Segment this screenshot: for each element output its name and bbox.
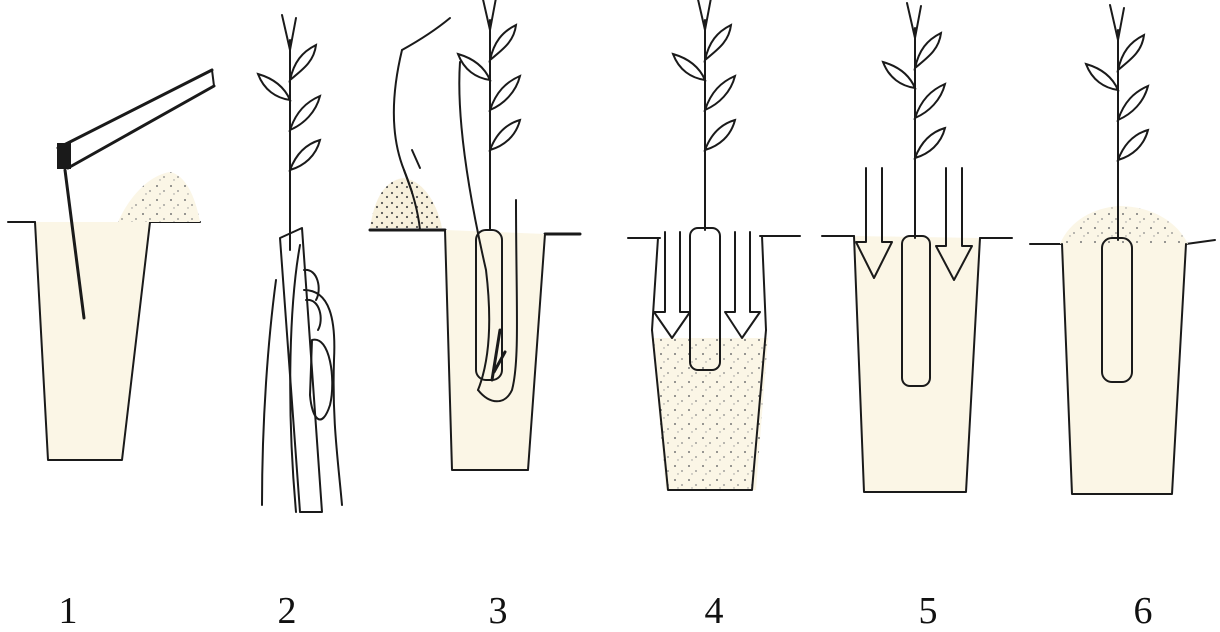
step-label-1: 1 xyxy=(59,592,78,630)
panel-4-backfilling xyxy=(628,0,800,490)
step-label-3: 3 xyxy=(489,592,508,630)
panel-3-placing-seedling xyxy=(370,0,580,470)
step-label-5: 5 xyxy=(919,592,938,630)
hoe-blade-icon xyxy=(57,143,71,169)
step-label-2: 2 xyxy=(278,592,297,630)
panel-5-compacting-soil xyxy=(822,3,1012,492)
step-label-4: 4 xyxy=(705,592,724,630)
panel-6-pit-filled xyxy=(1030,5,1215,494)
panel-2-seedling-in-pot xyxy=(258,15,342,512)
step-label-6: 6 xyxy=(1134,592,1153,630)
panel-1-digging-pit xyxy=(8,70,214,460)
